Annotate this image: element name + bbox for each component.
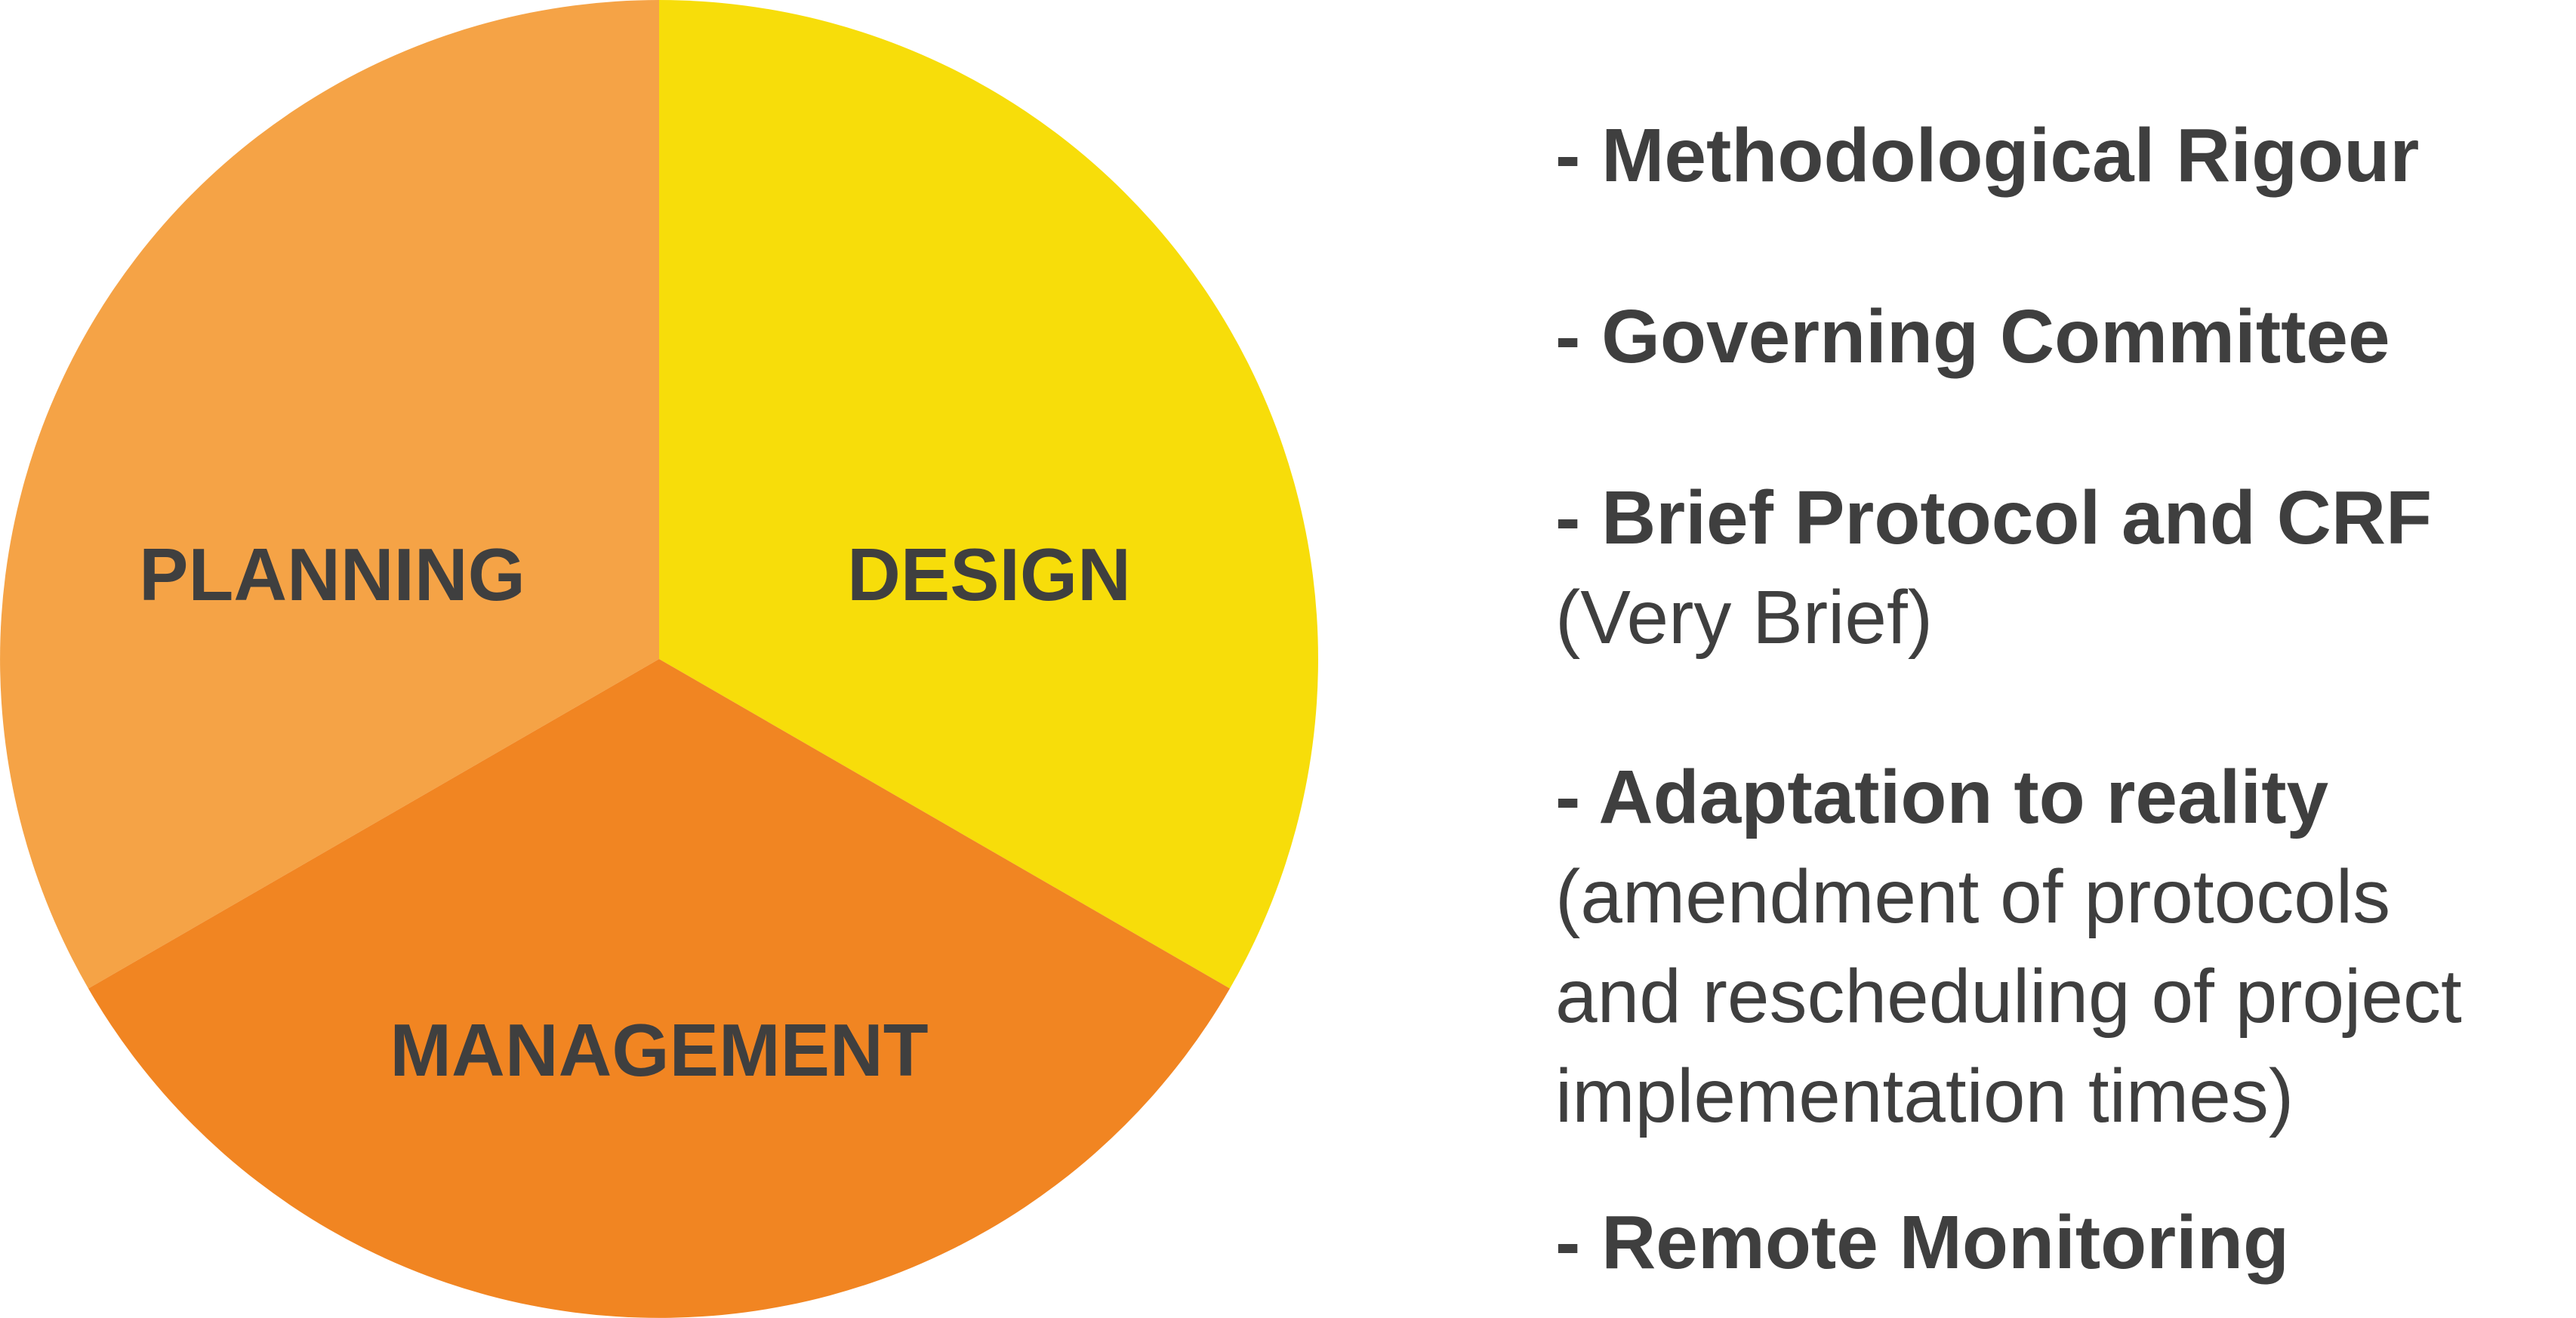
bullet-brief-protocol: - Brief Protocol and CRF (Very Brief) [1555, 468, 2432, 667]
bullet-methodological-rigour: - Methodological Rigour [1555, 106, 2419, 205]
label-management: MANAGEMENT [390, 1009, 928, 1092]
segment-planning [0, 0, 659, 989]
bullet-heading: - Remote Monitoring [1555, 1200, 2290, 1285]
bullet-subtext-line: and rescheduling of project [1555, 954, 2462, 1039]
bullet-heading: - Governing Committee [1555, 294, 2390, 379]
bullet-subtext-line: implementation times) [1555, 1054, 2294, 1138]
bullet-subtext: (Very Brief) [1555, 575, 1934, 660]
bullet-adaptation-to-reality: - Adaptation to reality (amendment of pr… [1555, 747, 2462, 1146]
bullet-heading: - Methodological Rigour [1555, 113, 2420, 198]
segment-management [88, 659, 1230, 1318]
cycle-pie-diagram: PLANNING DESIGN MANAGEMENT [0, 0, 1318, 1318]
bullet-heading: - Adaptation to reality [1555, 755, 2329, 839]
bullet-subtext-line: (amendment of protocols [1555, 855, 2391, 939]
segment-design [659, 0, 1318, 989]
label-planning: PLANNING [139, 533, 525, 616]
label-design: DESIGN [847, 533, 1131, 616]
bullet-remote-monitoring: - Remote Monitoring [1555, 1193, 2289, 1292]
bullet-governing-committee: - Governing Committee [1555, 287, 2390, 386]
bullet-heading: - Brief Protocol and CRF [1555, 476, 2433, 560]
